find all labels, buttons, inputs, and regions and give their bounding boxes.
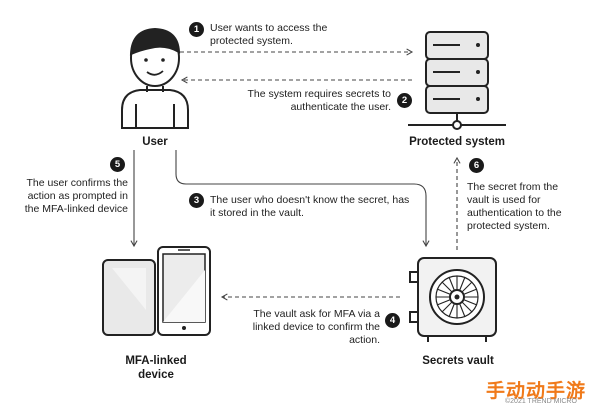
mfa-device-icon — [102, 246, 211, 336]
copyright-text: ©2021 TREND MICRO — [505, 398, 577, 405]
step-5-text: The user confirms the action as prompted… — [24, 177, 128, 215]
step-1-text: User wants to access the protected syste… — [210, 22, 328, 47]
step-1-badge: 1 — [189, 22, 204, 37]
user-label: User — [142, 136, 168, 148]
mfa-device-label: MFA-linked device — [125, 355, 187, 381]
step-3-badge: 3 — [189, 193, 204, 208]
step-6-badge: 6 — [469, 158, 484, 173]
user-icon — [121, 27, 189, 129]
arrow-step-3 — [175, 150, 430, 248]
watermark-cn: 手动动手游 — [486, 381, 587, 402]
step-3-text: The user who doesn't know the secret, ha… — [210, 194, 410, 219]
step-2-badge: 2 — [397, 93, 412, 108]
step-5-badge: 5 — [110, 157, 125, 172]
vault-icon — [409, 257, 497, 342]
step-2-text: The system requires secrets to authentic… — [247, 88, 391, 113]
secrets-vault-label: Secrets vault — [422, 355, 494, 367]
step-4-badge: 4 — [385, 313, 400, 328]
protected-system-label: Protected system — [409, 136, 505, 148]
server-icon — [408, 31, 506, 130]
step-4-text: The vault ask for MFA via a linked devic… — [252, 308, 380, 346]
step-6-text: The secret from the vault is used for au… — [467, 181, 562, 232]
